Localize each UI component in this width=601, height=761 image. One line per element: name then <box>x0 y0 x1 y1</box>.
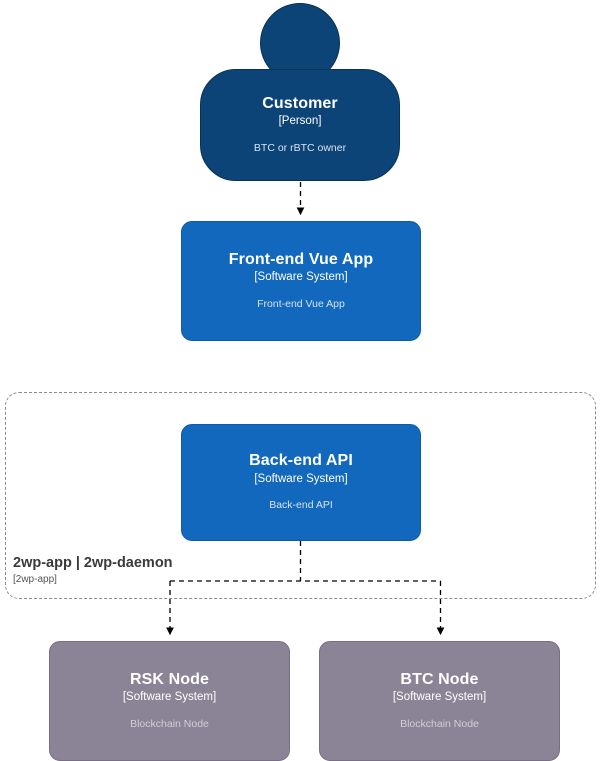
customer-type: [Person] <box>278 115 322 128</box>
customer-description: BTC or rBTC owner <box>253 141 347 154</box>
node-backend-api[interactable]: Back-end API [Software System] Back-end … <box>181 424 421 541</box>
boundary-label-group: 2wp-app | 2wp-daemon [2wp-app] <box>13 555 173 586</box>
rsk-node-description: Blockchain Node <box>130 717 209 730</box>
frontend-title: Front-end Vue App <box>228 250 374 268</box>
frontend-type: [Software System] <box>254 271 348 284</box>
node-customer[interactable]: Customer [Person] BTC or rBTC owner <box>200 69 400 181</box>
rsk-node-type: [Software System] <box>122 691 217 704</box>
btc-node-description: Blockchain Node <box>400 717 479 730</box>
node-btc-node[interactable]: BTC Node [Software System] Blockchain No… <box>319 641 560 761</box>
frontend-description: Front-end Vue App <box>257 297 345 310</box>
boundary-type: [2wp-app] <box>13 574 57 586</box>
node-rsk-node[interactable]: RSK Node [Software System] Blockchain No… <box>49 641 290 761</box>
boundary-2wp-app <box>5 392 596 599</box>
backend-title: Back-end API <box>249 452 353 470</box>
boundary-name: 2wp-app | 2wp-daemon <box>13 555 173 571</box>
customer-title: Customer <box>262 94 338 112</box>
node-frontend-vue-app[interactable]: Front-end Vue App [Software System] Fron… <box>181 221 421 341</box>
backend-description: Back-end API <box>269 499 333 512</box>
btc-node-title: BTC Node <box>400 670 479 688</box>
backend-type: [Software System] <box>254 472 348 485</box>
rsk-node-title: RSK Node <box>129 670 210 688</box>
btc-node-type: [Software System] <box>392 691 487 704</box>
